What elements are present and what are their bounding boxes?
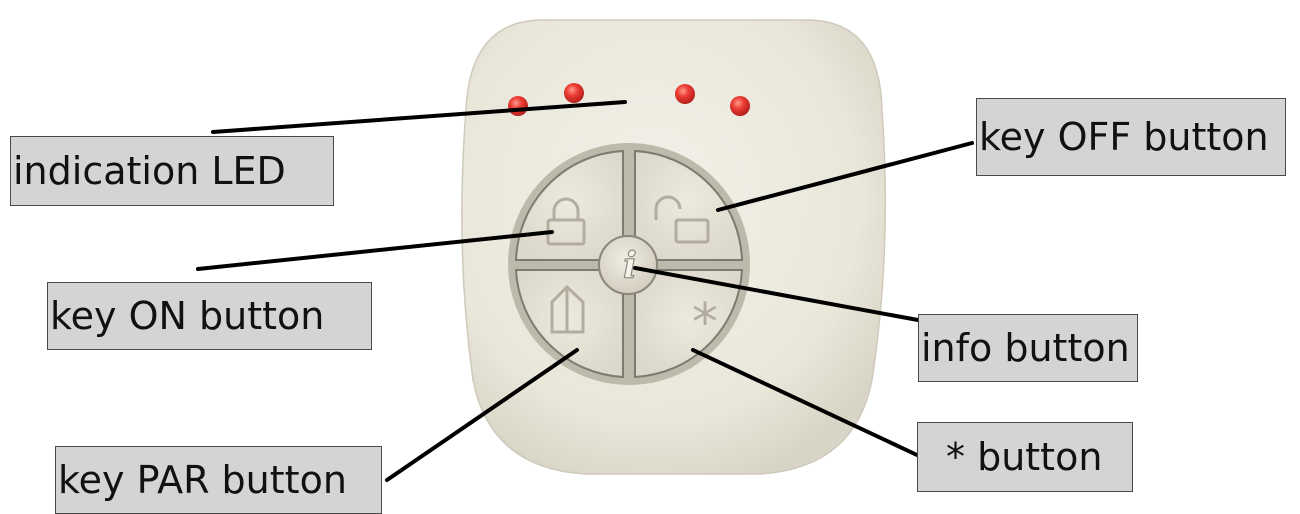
padlock-open-icon xyxy=(654,195,710,244)
key-par-label: key PAR button xyxy=(55,446,382,514)
leader-off xyxy=(716,141,974,212)
leader-on xyxy=(196,230,554,271)
indication-led-label: indication LED xyxy=(10,136,334,206)
key-on-label: key ON button xyxy=(47,282,372,350)
leader-info xyxy=(633,266,920,322)
key-off-label: key OFF button xyxy=(976,98,1286,176)
info-button[interactable] xyxy=(598,235,658,295)
led-4 xyxy=(730,96,750,116)
button-cluster: i xyxy=(508,143,750,385)
key-par-button[interactable] xyxy=(514,269,624,379)
info-icon: i xyxy=(623,245,637,287)
home-icon xyxy=(550,284,585,334)
led-3 xyxy=(675,84,695,104)
leader-par xyxy=(385,348,579,482)
leader-lines xyxy=(196,100,974,482)
leader-led xyxy=(211,100,627,134)
asterisk-icon: * xyxy=(692,293,718,353)
led-2 xyxy=(564,83,584,103)
star-label: * button xyxy=(917,422,1133,492)
info-label: info button xyxy=(918,314,1138,382)
leader-star xyxy=(691,348,919,457)
key-off-button[interactable] xyxy=(634,149,744,261)
led-1 xyxy=(508,96,528,116)
